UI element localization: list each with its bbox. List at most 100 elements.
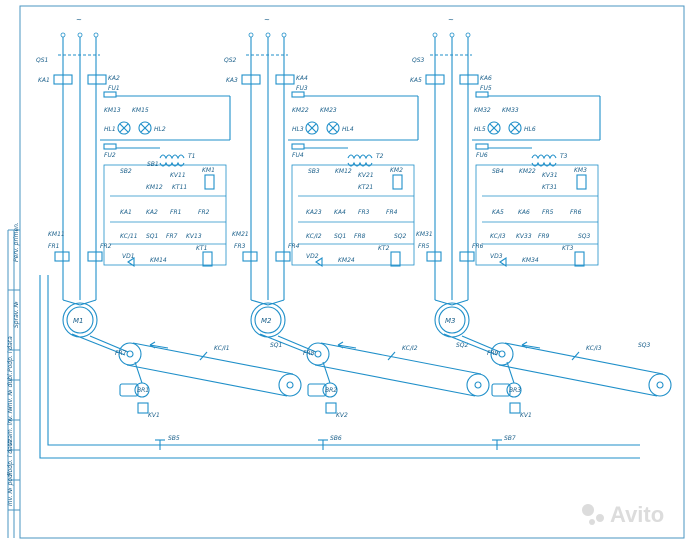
- section-1: ~ QS1 KA1 KA2 FU1 KM13 KM15 HL1 HL2 FU2 …: [36, 16, 302, 419]
- fuse-label: FU5: [480, 85, 492, 92]
- contact-label: FR2: [198, 209, 210, 216]
- stamp-cell: Perv. primen.: [13, 222, 20, 262]
- contact-label: KV21: [358, 172, 374, 179]
- fuse-label: FU4: [292, 152, 304, 159]
- speed-relay-label: KV1: [520, 412, 532, 419]
- stamp-cell: Vzam. inv. №: [7, 407, 14, 446]
- contact-label: FR9: [538, 233, 550, 240]
- relay-label: KA5: [410, 77, 422, 84]
- phase-symbol: ~: [448, 16, 454, 24]
- contact-label: KA4: [334, 209, 346, 216]
- coil-label: KM1: [202, 167, 215, 174]
- contact-label: KA2: [146, 209, 158, 216]
- speed-relay-label: KV1: [148, 412, 160, 419]
- watermark-text: Avito: [610, 502, 664, 527]
- contact-label: KT2: [378, 245, 390, 252]
- thermal-relay-label: FR3: [234, 243, 246, 250]
- stamp-strip: Perv. primen. Sprav. № Podp. i data Inv.…: [7, 222, 20, 506]
- contact-label: KV13: [186, 233, 202, 240]
- contact-label: FR8: [354, 233, 366, 240]
- sensor-label: BR3: [509, 387, 521, 394]
- transformer-label: T3: [560, 153, 568, 160]
- contact-label: KA1: [120, 209, 132, 216]
- fuse-label: FU6: [476, 152, 488, 159]
- contact-label: KC/I3: [490, 233, 506, 240]
- stamp-cell: Sprav. №: [13, 301, 20, 328]
- contact-label: KM22: [292, 107, 309, 114]
- contact-label: KM34: [522, 257, 539, 264]
- fuse-label: FU3: [296, 85, 308, 92]
- sensor-label: BR2: [325, 387, 337, 394]
- contact-label: KT3: [562, 245, 574, 252]
- stamp-cell: Podp. i data: [7, 440, 14, 476]
- relay-label: KA2: [108, 75, 120, 82]
- contact-label: KT31: [542, 184, 557, 191]
- contact-label: SQ1: [334, 233, 346, 240]
- contact-label: FR1: [170, 209, 181, 216]
- motor-label: M3: [445, 317, 456, 325]
- motor-label: M1: [73, 317, 84, 325]
- lamp-label: HL3: [292, 126, 304, 133]
- diode-label: VD3: [490, 253, 503, 260]
- contact-label: KT11: [172, 184, 187, 191]
- button-sb7: SB7: [504, 435, 516, 442]
- contact-label: FR6: [570, 209, 582, 216]
- contact-label: KM14: [150, 257, 167, 264]
- stamp-cell: Podp. i data: [7, 336, 14, 372]
- lamp-label: HL1: [104, 126, 116, 133]
- belt-thermal-label: FR8: [303, 350, 315, 357]
- diode-label: VD1: [122, 253, 135, 260]
- switch-label: QS1: [36, 57, 48, 64]
- contact-label: KV11: [170, 172, 186, 179]
- contact-label: KC/I2: [306, 233, 322, 240]
- contact-label: SQ2: [394, 233, 407, 240]
- phase-symbol: ~: [76, 16, 82, 24]
- contact-label: KM12: [335, 168, 352, 175]
- contact-label: KA23: [306, 209, 322, 216]
- contact-label: KA5: [492, 209, 504, 216]
- motor-label: M2: [261, 317, 272, 325]
- contact-label: KM32: [474, 107, 491, 114]
- contact-label: KM22: [519, 168, 536, 175]
- contact-label: SB2: [120, 168, 132, 175]
- diode-label: VD2: [306, 253, 319, 260]
- contact-label: SB4: [492, 168, 504, 175]
- speed-relay-label: KV2: [336, 412, 348, 419]
- relay-label: KA3: [226, 77, 238, 84]
- thermal-relay-label: FR4: [288, 243, 300, 250]
- relay-label: KA6: [480, 75, 492, 82]
- fuse-label: FU2: [104, 152, 116, 159]
- drawing-frame: [7, 5, 685, 539]
- belt-limit-label: SQ1: [270, 342, 282, 349]
- phase-symbol: ~: [264, 16, 270, 24]
- switch-label: QS3: [412, 57, 425, 64]
- belt-limit-label: SQ2: [456, 342, 469, 349]
- contactor-label: KM11: [48, 231, 65, 238]
- section-2: ~ QS2 KA3 KA4 FU3 KM22 KM23 HL3 HL4 FU4 …: [224, 16, 490, 419]
- contact-label: KM33: [502, 107, 519, 114]
- belt-limit-label: SQ3: [638, 342, 651, 349]
- bottom-control-bus: SB5 SB6 SB7: [39, 275, 640, 459]
- contact-label: KT1: [196, 245, 207, 252]
- coil-label: KM3: [574, 167, 587, 174]
- lamp-label: HL4: [342, 126, 354, 133]
- avito-watermark: Avito: [582, 502, 664, 527]
- switch-label: QS2: [224, 57, 237, 64]
- button-sb6: SB6: [330, 435, 342, 442]
- contact-label: KV33: [516, 233, 532, 240]
- belt-thermal-label: FR7: [115, 350, 127, 357]
- section-3: ~ QS3 KA5 KA6 FU5 KM32 KM33 HL5 HL6 FU6 …: [410, 16, 672, 419]
- belt-thermal-label: FR9: [487, 350, 499, 357]
- contact-label: KT21: [358, 184, 373, 191]
- stamp-cell: Inv. № podl.: [7, 470, 14, 506]
- transformer-label: T1: [188, 153, 195, 160]
- fuse-label: FU1: [108, 85, 120, 92]
- belt-speed-label: KC/I3: [586, 345, 602, 352]
- contact-label: SQ3: [578, 233, 591, 240]
- relay-label: KA1: [38, 77, 50, 84]
- contact-label: KV31: [542, 172, 558, 179]
- lamp-label: HL2: [154, 126, 166, 133]
- relay-label: KA4: [296, 75, 308, 82]
- contact-label: SQ1: [146, 233, 158, 240]
